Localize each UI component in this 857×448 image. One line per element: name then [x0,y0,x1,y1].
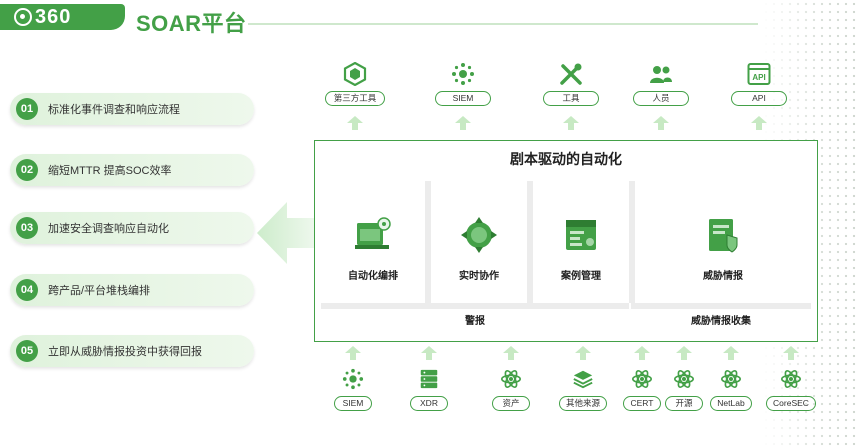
benefit-item: 04 跨产品/平台堆栈编排 [10,274,254,306]
benefit-text: 标准化事件调查和响应流程 [48,104,180,116]
module-label: 威胁情报 [703,271,743,282]
up-arrow-icon [723,346,739,360]
tool-label: 人员 [633,91,689,106]
source-item: SIEM [323,368,383,411]
source-item: CoreSEC [761,368,821,411]
module-label: 自动化编排 [348,271,398,282]
source-label: NetLab [710,396,752,411]
source-label: CoreSEC [766,396,816,411]
benefit-text: 跨产品/平台堆栈编排 [48,285,151,297]
benefit-item: 03 加速安全调查响应自动化 [10,212,254,244]
tool-label: 工具 [543,91,599,106]
up-arrow-icon [783,346,799,360]
playbook-panel: 剧本驱动的自动化 自动化编排 实时协作 [314,140,818,342]
logo-text: 360 [35,6,72,28]
source-label: SIEM [334,396,372,411]
up-arrow-icon [653,116,669,130]
tool-label: SIEM [435,91,491,106]
network-icon [452,63,474,85]
benefit-number: 01 [16,98,38,120]
collaboration-icon [461,217,497,253]
api-icon: API [747,63,771,85]
module-automation: 自动化编排 [321,181,425,303]
benefit-text: 缩短MTTR 提高SOC效率 [48,165,172,177]
network-icon [342,368,364,390]
module-label: 实时协作 [459,271,499,282]
benefit-item: 02 缩短MTTR 提高SOC效率 [10,154,254,186]
atom-icon [781,370,801,388]
top-tool-item: 第三方工具 [317,62,393,106]
source-label: 开源 [665,396,703,411]
benefit-item: 01 标准化事件调查和响应流程 [10,93,254,125]
layers-icon [573,370,593,389]
intel-collect-bar: 威胁情报收集 [631,303,811,335]
alerts-bar: 警报 [321,303,629,335]
tools-icon [560,63,582,85]
source-label: XDR [410,396,448,411]
up-arrow-icon [676,346,692,360]
alerts-label: 警报 [321,309,629,335]
benefit-number: 02 [16,159,38,181]
module-label: 案例管理 [561,271,601,282]
server-icon [420,369,438,389]
module-collaboration: 实时协作 [431,181,527,303]
atom-icon [721,370,741,388]
up-arrow-icon [634,346,650,360]
benefit-text: 加速安全调查响应自动化 [48,223,169,235]
cube-icon [343,62,367,86]
up-arrow-icon [421,346,437,360]
source-label: CERT [623,396,661,411]
automation-icon [355,217,391,249]
source-item: 其他来源 [553,368,613,411]
module-grid: 自动化编排 实时协作 案例管理 [321,181,811,303]
page-title: SOAR平台 [136,11,247,36]
benefit-number: 04 [16,279,38,301]
top-tool-item: API API [721,62,797,106]
benefit-text: 立即从威胁情报投资中获得回报 [48,346,202,358]
source-label: 资产 [492,396,530,411]
benefit-number: 05 [16,340,38,362]
tool-label: API [731,91,787,106]
top-tool-item: SIEM [425,62,501,106]
tool-label: 第三方工具 [324,91,386,106]
people-icon [650,66,672,83]
threat-intel-icon [709,219,738,253]
left-arrow-icon [257,202,315,264]
up-arrow-icon [347,116,363,130]
benefit-number: 03 [16,217,38,239]
up-arrow-icon [575,346,591,360]
benefit-item: 05 立即从威胁情报投资中获得回报 [10,335,254,367]
source-label: 其他来源 [558,396,607,411]
top-tool-item: 人员 [623,62,699,106]
case-icon [566,220,596,250]
up-arrow-icon [503,346,519,360]
up-arrow-icon [563,116,579,130]
atom-icon [501,370,521,388]
source-item: 开源 [654,368,714,411]
module-threat-intel: 威胁情报 [635,181,811,303]
svg-text:API: API [752,73,765,82]
source-item: NetLab [701,368,761,411]
brand-logo: 360 [0,4,125,30]
up-arrow-icon [455,116,471,130]
panel-title: 剧本驱动的自动化 [510,151,622,167]
module-case: 案例管理 [533,181,629,303]
title-divider [248,23,758,25]
source-item: CERT [612,368,672,411]
source-item: 资产 [481,368,541,411]
up-arrow-icon [345,346,361,360]
atom-icon [632,370,652,388]
up-arrow-icon [751,116,767,130]
intel-collect-label: 威胁情报收集 [631,309,811,335]
top-tool-item: 工具 [533,62,609,106]
source-item: XDR [399,368,459,411]
logo-icon [14,8,32,26]
atom-icon [674,370,694,388]
